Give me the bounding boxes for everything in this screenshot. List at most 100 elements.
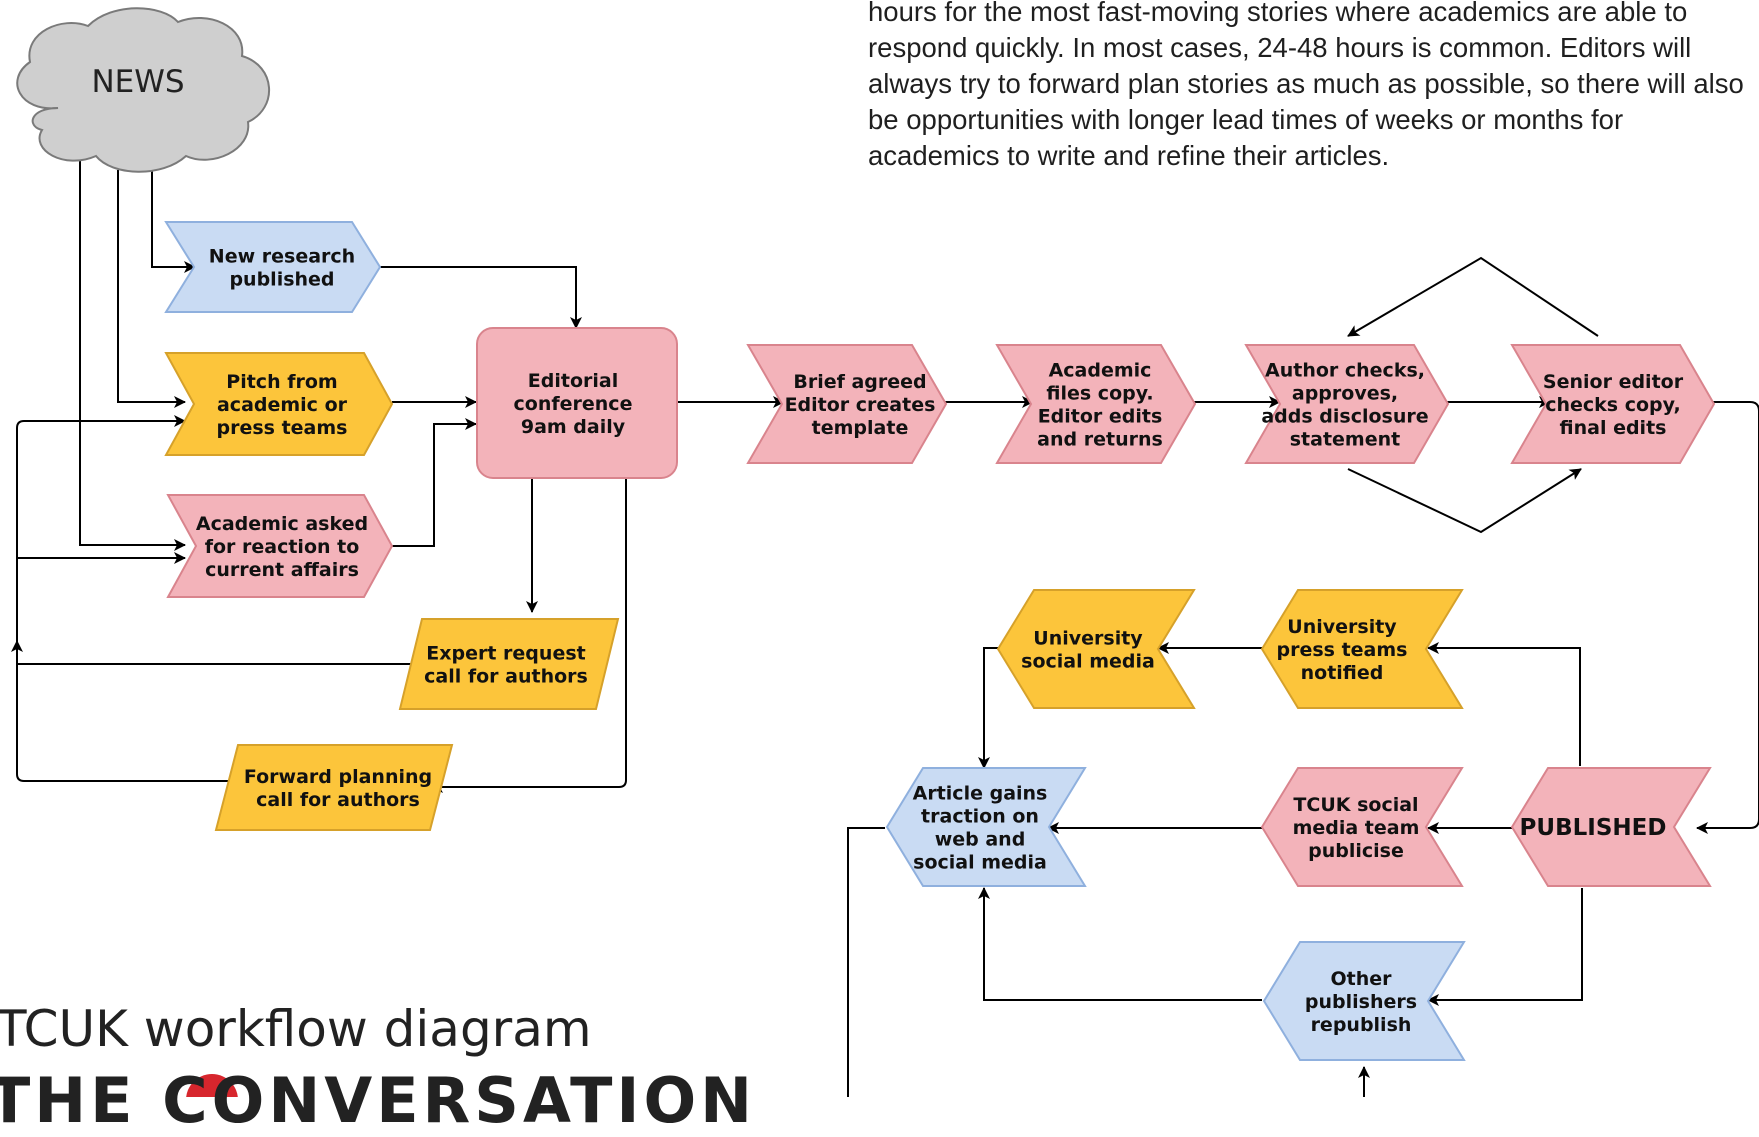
node-label-line: checks copy, <box>1545 394 1681 416</box>
node-label-line: adds disclosure <box>1261 406 1428 428</box>
edge-conference-forward <box>431 476 627 793</box>
intro-paragraph: hours for the most fast-moving stories w… <box>868 0 1744 171</box>
node-label-line: New research <box>209 246 355 268</box>
node-shape <box>746 344 948 464</box>
node-shape <box>1510 344 1716 464</box>
edge-senior-author-loop <box>1347 256 1599 337</box>
node-label-line: Article gains <box>913 783 1048 805</box>
node-published: PUBLISHED <box>1510 767 1712 887</box>
edge-reaction-conference <box>392 418 477 547</box>
edge-expert-loop <box>11 640 418 665</box>
news-cloud: NEWS <box>16 7 271 173</box>
edge-news-research <box>151 170 196 273</box>
node-label-line: Editorial <box>528 370 618 392</box>
node-label-line: Academic <box>1049 360 1152 382</box>
node-label-line: social media <box>913 852 1047 874</box>
node-shape <box>1260 767 1464 887</box>
node-label-line: traction on <box>921 806 1039 828</box>
node-label-line: publishers <box>1305 991 1417 1013</box>
node-shape <box>164 221 382 313</box>
node-label-line: University <box>1033 628 1143 650</box>
node-label-line: published <box>229 269 334 291</box>
node-label-line: Expert request <box>426 643 585 665</box>
node-label-line: call for authors <box>256 789 420 811</box>
node-label-line: Author checks, <box>1265 360 1425 382</box>
node-label-line: Pitch from <box>226 371 337 393</box>
node-label-line: press teams <box>1277 639 1408 661</box>
node-shape <box>214 744 454 831</box>
node-label-line: current affairs <box>205 559 359 581</box>
edge-author-senior-loop <box>1347 468 1582 534</box>
node-shape <box>995 344 1197 464</box>
diagram-caption: TCUK workflow diagram <box>0 1000 592 1058</box>
node-label: PUBLISHED <box>1520 815 1667 841</box>
node-shape <box>398 618 620 710</box>
news-label: NEWS <box>91 64 184 100</box>
node-shape <box>1260 589 1464 709</box>
node-shape <box>1262 941 1466 1061</box>
node-label-line: for reaction to <box>205 536 360 558</box>
node-label-line: 9am daily <box>521 416 626 438</box>
edge-forward-loop <box>16 415 250 782</box>
node-shape <box>476 327 678 479</box>
node-shape <box>166 494 394 598</box>
edge-other-traction <box>978 887 1262 1001</box>
edge-senior-published <box>1696 401 1759 834</box>
node-label-line: Forward planning <box>244 766 432 788</box>
node-label-line: social media <box>1021 651 1155 673</box>
node-label-line: Academic asked <box>196 513 368 535</box>
node-label-line: Brief agreed <box>793 371 926 393</box>
edge-unisocial-traction <box>978 647 1000 769</box>
node-label-line: press teams <box>217 417 348 439</box>
node-shape <box>1510 767 1712 887</box>
node-label-line: Editor creates <box>785 394 936 416</box>
node-shape <box>1244 344 1450 464</box>
node-label-line: notified <box>1301 662 1384 684</box>
node-shape <box>996 589 1196 709</box>
node-label-line: call for authors <box>424 666 588 688</box>
edge-news-pitch <box>117 170 186 408</box>
node-label-line: Other <box>1330 968 1392 990</box>
node-label-line: Editor edits <box>1038 406 1163 428</box>
node-shape <box>164 352 394 456</box>
conversation-logo: THE CONVERSATION <box>0 1064 757 1137</box>
node-label-line: web and <box>935 829 1026 851</box>
node-label-line: republish <box>1311 1014 1412 1036</box>
node-label-line: files copy. <box>1046 383 1153 405</box>
node-label-line: approves, <box>1292 383 1398 405</box>
node-label-line: University <box>1287 616 1397 638</box>
node-shape <box>885 767 1087 887</box>
node-label-line: statement <box>1290 429 1400 451</box>
node-label-line: publicise <box>1308 840 1404 862</box>
node-label-line: TCUK social <box>1293 794 1418 816</box>
node-label-line: media team <box>1293 817 1420 839</box>
node-label-line: academic or <box>217 394 348 416</box>
edge-published-press <box>1427 642 1581 766</box>
